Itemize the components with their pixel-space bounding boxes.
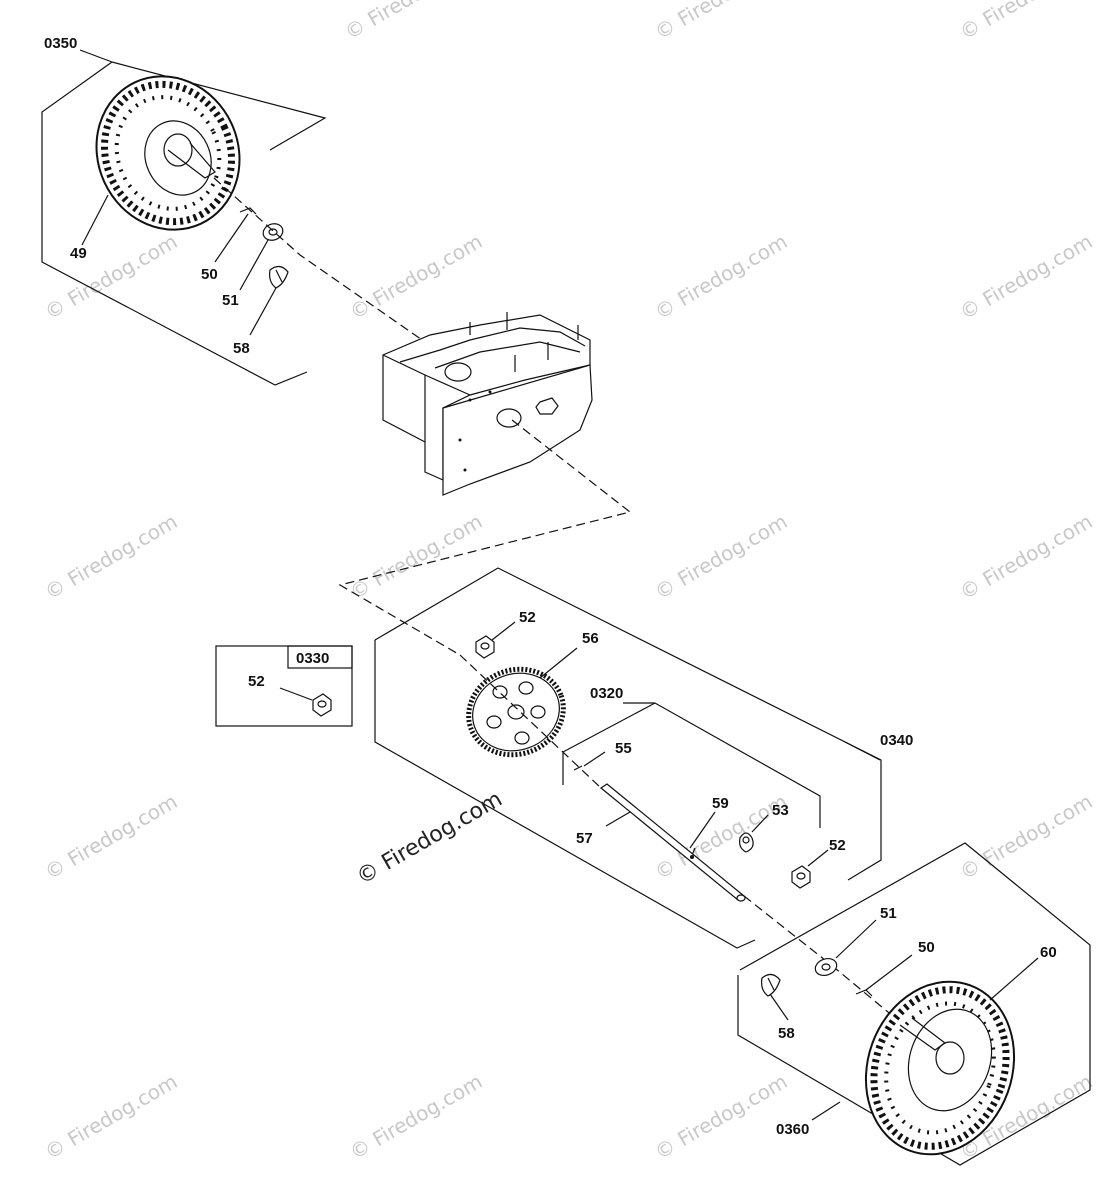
pin-50 xyxy=(239,207,257,215)
wheel-tire-49 xyxy=(95,75,241,231)
label-58-bottom: 58 xyxy=(778,1025,795,1042)
axle-line xyxy=(338,419,632,656)
label-0320: 0320 xyxy=(590,685,623,702)
group-0320: 0320 55 57 59 53 52 xyxy=(459,654,901,1023)
frame-chassis xyxy=(338,312,632,656)
leader xyxy=(214,213,249,263)
axle-line xyxy=(743,895,901,1023)
leader xyxy=(491,621,516,641)
pin-50 xyxy=(855,989,873,997)
clip-58 xyxy=(761,973,781,997)
nut-52 xyxy=(475,635,495,659)
group-0340-outline xyxy=(374,567,882,949)
clip-53 xyxy=(739,832,754,853)
label-0350: 0350 xyxy=(44,35,77,52)
group-0350: 0350 49 50 51 58 xyxy=(41,35,426,386)
box-0330: 0330 52 xyxy=(215,645,353,727)
label-52-box: 52 xyxy=(248,673,265,690)
leader xyxy=(844,741,881,761)
leader xyxy=(751,814,769,833)
watermark: © Firedog.com xyxy=(956,509,1097,604)
label-56: 56 xyxy=(582,630,599,647)
label-52-top: 52 xyxy=(519,609,536,626)
group-0340: 0340 52 56 xyxy=(374,567,913,949)
axle-line xyxy=(213,177,426,343)
label-55: 55 xyxy=(615,740,632,757)
label-49: 49 xyxy=(70,245,87,262)
group-0320-outline xyxy=(562,702,821,861)
watermark: © Firedog.com xyxy=(41,229,182,324)
label-60: 60 xyxy=(1040,944,1057,961)
watermark: © Firedog.com xyxy=(41,1069,182,1164)
watermark: © Firedog.com xyxy=(41,789,182,884)
box-0330-tab xyxy=(287,645,353,669)
label-51-bottom: 51 xyxy=(880,905,897,922)
leader xyxy=(807,849,829,867)
leader xyxy=(239,239,269,291)
axle-line xyxy=(459,654,602,789)
washer-51 xyxy=(262,223,284,241)
washer-51 xyxy=(814,957,838,977)
gear-56 xyxy=(466,666,566,758)
label-53: 53 xyxy=(772,802,789,819)
label-0330: 0330 xyxy=(296,650,329,667)
watermark: © Firedog.com xyxy=(651,229,792,324)
box-0330-outline xyxy=(215,645,353,727)
leader xyxy=(769,993,789,1021)
leader xyxy=(583,751,606,767)
label-50: 50 xyxy=(201,266,218,283)
leader xyxy=(79,49,113,63)
group-0360-outline xyxy=(737,842,1091,1166)
watermark: © Firedog.com xyxy=(956,229,1097,324)
label-59: 59 xyxy=(712,795,729,812)
watermark: © Firedog.com xyxy=(651,0,792,44)
watermark: © Firedog.com xyxy=(346,1069,487,1164)
leader xyxy=(539,647,578,679)
watermark: © Firedog.com xyxy=(651,1069,792,1164)
label-58: 58 xyxy=(233,340,250,357)
watermark: © Firedog.com xyxy=(651,509,792,604)
clip-58 xyxy=(269,265,289,289)
leader xyxy=(249,287,277,336)
watermark: © Firedog.com xyxy=(41,509,182,604)
label-51: 51 xyxy=(222,292,239,309)
nut-52 xyxy=(312,693,332,717)
leader xyxy=(865,954,913,991)
wheel-tire-60 xyxy=(864,980,1016,1156)
label-0360: 0360 xyxy=(776,1121,809,1138)
leader xyxy=(835,919,877,959)
label-50-bottom: 50 xyxy=(918,939,935,956)
group-0360: 0360 51 50 58 60 xyxy=(737,842,1091,1166)
nut-52 xyxy=(791,865,811,889)
label-57: 57 xyxy=(576,830,593,847)
label-0340: 0340 xyxy=(880,732,913,749)
watermark: © Firedog.com xyxy=(956,789,1097,884)
leader xyxy=(605,811,631,827)
leader xyxy=(689,811,716,849)
label-52-bottom: 52 xyxy=(829,837,846,854)
leader xyxy=(81,194,109,246)
key-55 xyxy=(573,765,583,771)
watermark: © Firedog.com xyxy=(346,509,487,604)
watermark: © Firedog.com xyxy=(341,0,482,44)
watermark: © Firedog.com xyxy=(346,229,487,324)
leader xyxy=(989,957,1039,1001)
leader xyxy=(811,1101,841,1121)
watermark: © Firedog.com xyxy=(956,0,1097,44)
watermark-center: © Firedog.com xyxy=(353,787,507,890)
leader xyxy=(279,687,313,701)
